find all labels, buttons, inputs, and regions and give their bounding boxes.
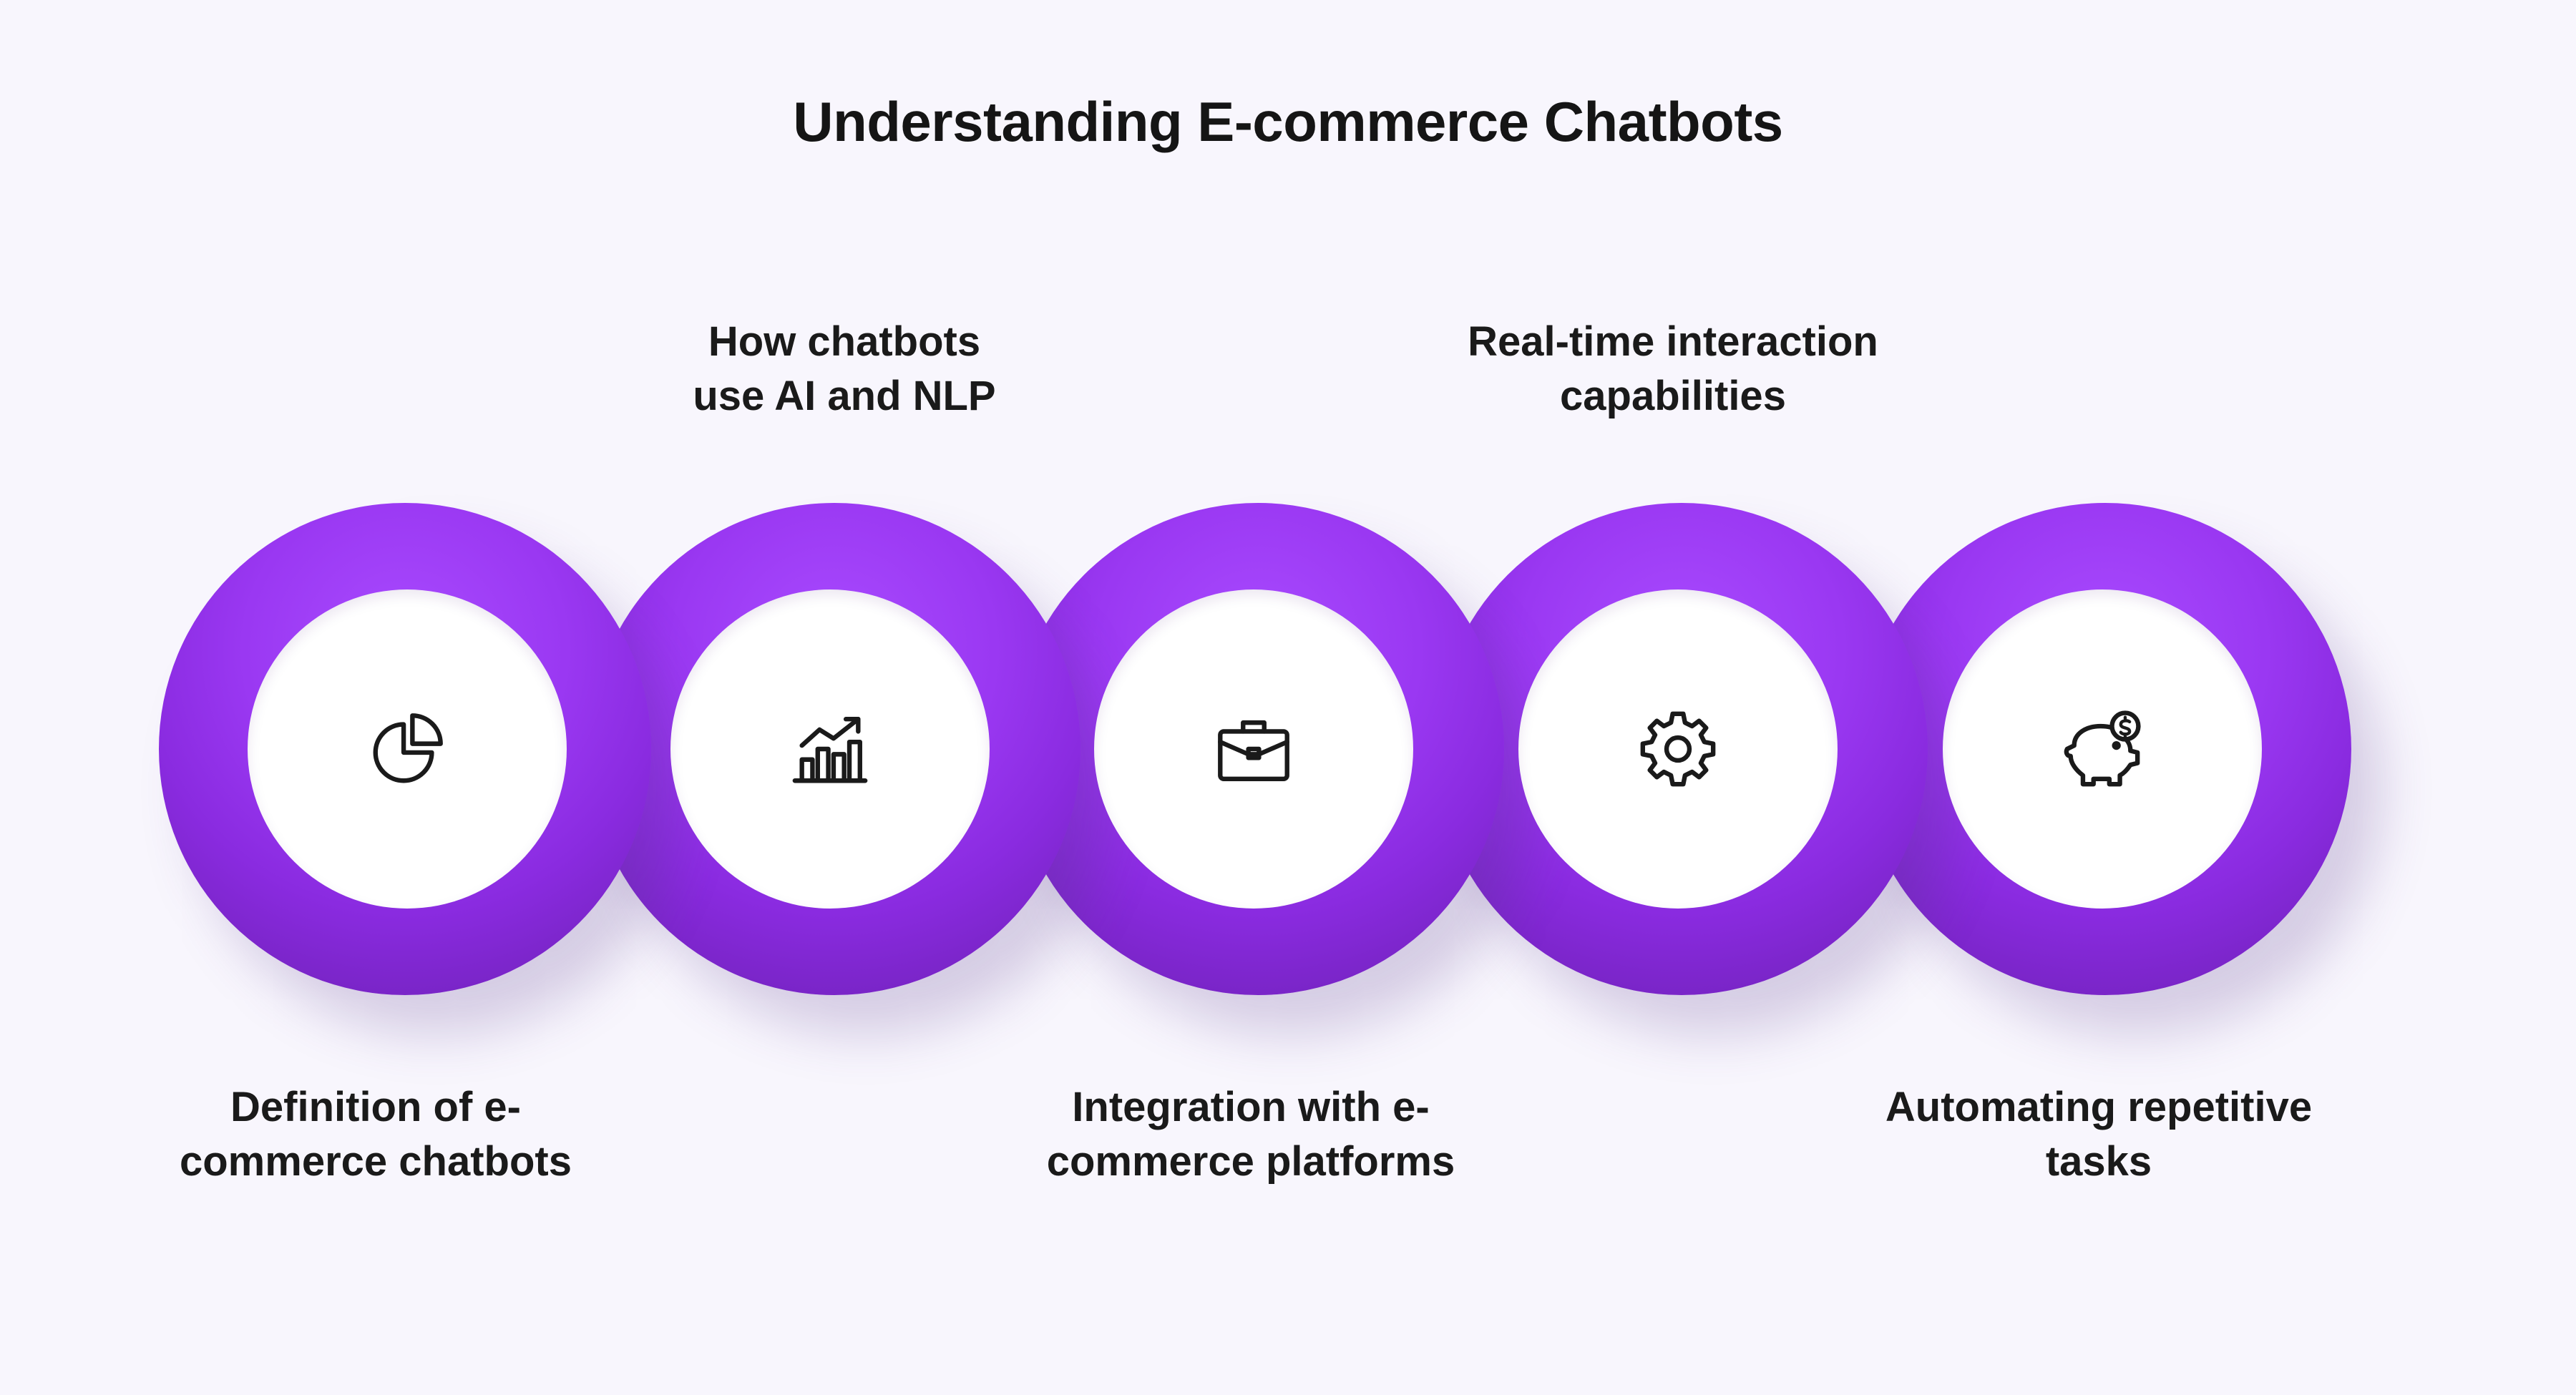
step-label-5: Automating repetitive tasks [1885,1084,2313,1185]
piggy-bank-icon [2064,710,2141,787]
step-label-3: Integration with e- commerce platforms [1046,1084,1455,1185]
step-circle-5 [1943,589,2262,909]
pie-chart-icon [373,713,443,783]
step-circle-1 [248,589,567,909]
step-label-1: Definition of e- commerce chatbots [180,1084,572,1185]
page-title: Understanding E-commerce Chatbots [793,90,1783,153]
step-circle-2 [670,589,990,909]
bar-chart-trend-icon [792,717,868,783]
step-label-4: Real-time interaction capabilities [1468,318,1878,419]
gear-icon [1640,711,1716,787]
step-circle-4 [1518,589,1838,909]
step-label-2: How chatbots use AI and NLP [693,318,996,419]
step-circle-3 [1094,589,1413,909]
briefcase-icon [1218,720,1289,781]
